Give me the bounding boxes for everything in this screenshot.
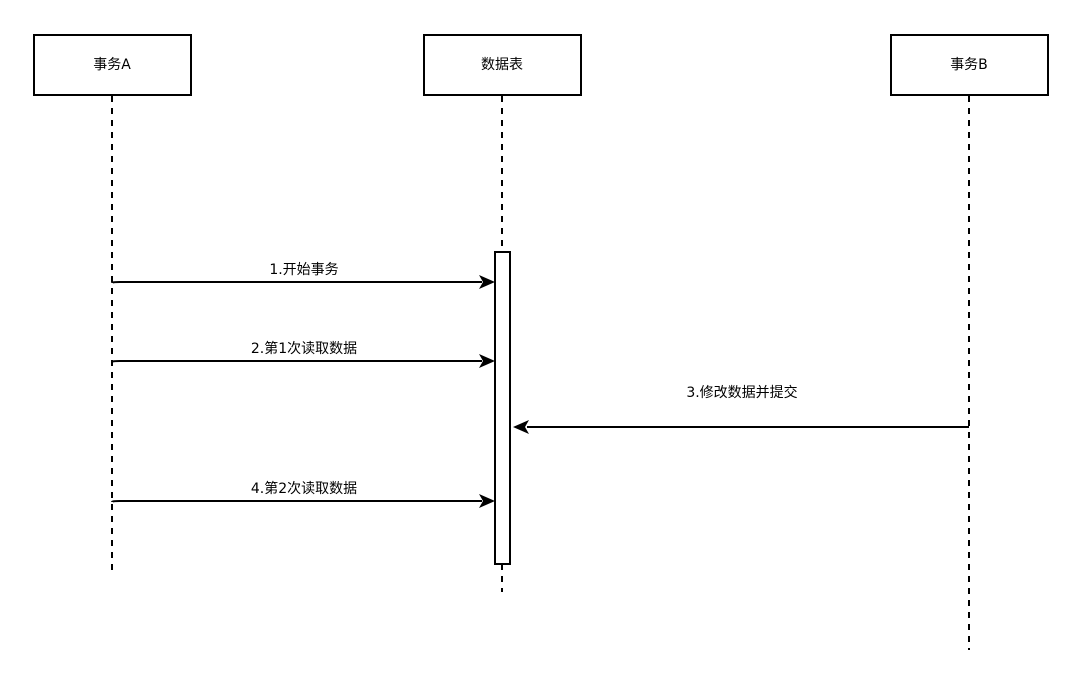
message-2-label: 2.第1次读取数据 — [251, 340, 357, 357]
participant-data-table-label: 数据表 — [481, 57, 523, 73]
participant-transaction-b-label: 事务B — [950, 57, 988, 73]
message-4-arrowhead — [479, 494, 495, 508]
message-3-label: 3.修改数据并提交 — [686, 384, 797, 401]
message-4-label: 4.第2次读取数据 — [251, 480, 357, 497]
message-1-arrow — [111, 275, 495, 289]
data-table-activation-bar — [494, 251, 511, 565]
message-3-arrow — [513, 420, 969, 434]
message-4-arrow — [111, 494, 495, 508]
message-3-arrowhead — [513, 420, 529, 434]
message-1-arrowhead — [479, 275, 495, 289]
participant-transaction-b: 事务B — [890, 34, 1049, 96]
message-1-label: 1.开始事务 — [269, 262, 338, 278]
participant-transaction-a-label: 事务A — [93, 57, 131, 73]
message-2-arrowhead — [479, 354, 495, 368]
participant-transaction-a: 事务A — [33, 34, 192, 96]
message-2-arrow — [111, 354, 495, 368]
participant-data-table: 数据表 — [423, 34, 582, 96]
